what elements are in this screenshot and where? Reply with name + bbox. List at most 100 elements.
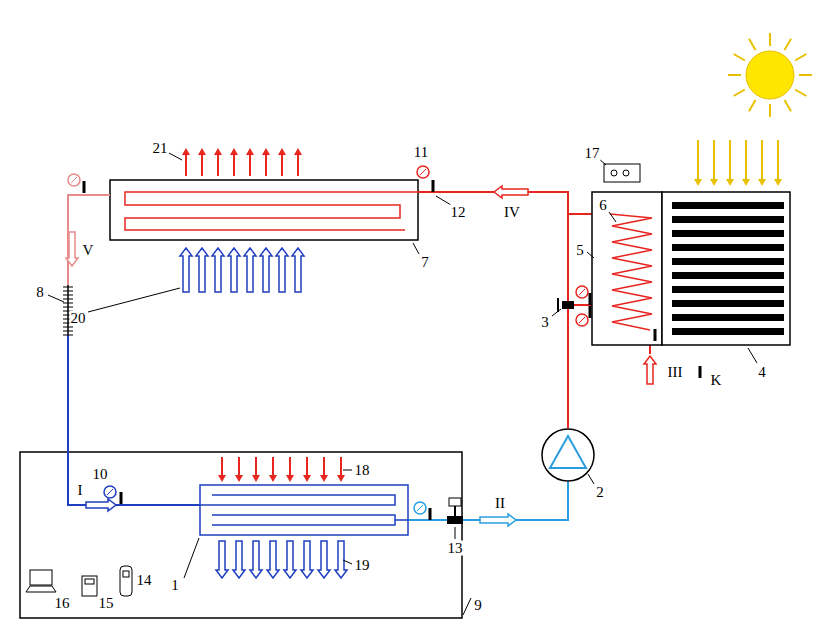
collector-stripes bbox=[672, 202, 784, 335]
absorber-stripe bbox=[672, 216, 784, 223]
sunlight-arrow bbox=[726, 140, 734, 186]
temperature-sensor bbox=[589, 306, 592, 318]
warm-air-arrow-head bbox=[303, 475, 311, 482]
callout-number: 15 bbox=[98, 596, 115, 611]
warm-air-arrow-shaft bbox=[221, 457, 223, 476]
throttle-tick bbox=[63, 327, 73, 328]
sunlight-arrow bbox=[758, 140, 766, 186]
pressure-gauge bbox=[576, 314, 588, 326]
cool-air-arrow bbox=[318, 541, 330, 578]
warm-air-arrow-shaft bbox=[201, 154, 203, 176]
compressor-symbol bbox=[550, 436, 586, 468]
gauge-needle bbox=[579, 289, 585, 295]
gauge-needle bbox=[107, 489, 113, 495]
warm-air-arrow bbox=[269, 457, 277, 482]
callout-number: 20 bbox=[70, 311, 87, 326]
condenser bbox=[110, 180, 418, 240]
gauge-needle bbox=[417, 505, 423, 511]
sunlight-arrow-head bbox=[694, 179, 702, 186]
temperature-sensor bbox=[589, 293, 592, 305]
absorber-stripe bbox=[672, 202, 784, 209]
warm-air-arrow bbox=[294, 148, 302, 176]
throttle-tick bbox=[63, 287, 73, 288]
warm-air-arrow bbox=[278, 148, 286, 176]
warm-air-arrow bbox=[246, 148, 254, 176]
sunlight-arrow-shaft bbox=[697, 140, 699, 180]
gauge-needle bbox=[71, 177, 77, 183]
warm-air-arrow-shaft bbox=[217, 154, 219, 176]
sunlight-arrow-shaft bbox=[745, 140, 747, 180]
cool-air-arrow bbox=[212, 248, 224, 292]
warm-air-arrow bbox=[303, 457, 311, 482]
flow-label: K bbox=[710, 373, 723, 388]
sun-ray bbox=[734, 54, 745, 61]
callout-number: 8 bbox=[35, 285, 45, 300]
throttle-tick bbox=[63, 331, 73, 332]
cool-air-arrow bbox=[216, 541, 228, 578]
callout-number: 21 bbox=[152, 141, 169, 156]
logger-knob bbox=[623, 170, 629, 176]
warm-air-arrow-shaft bbox=[340, 457, 342, 476]
pressure-gauge bbox=[68, 174, 80, 186]
sun-ray bbox=[728, 74, 741, 76]
sunlight-arrow bbox=[710, 140, 718, 186]
throttle-tick bbox=[63, 335, 73, 336]
sun-ray bbox=[769, 33, 771, 46]
compressor bbox=[542, 429, 594, 481]
absorber-stripe bbox=[672, 258, 784, 265]
temperature-sensor bbox=[654, 329, 657, 341]
throttle-tick bbox=[63, 303, 73, 304]
suction-pipe bbox=[408, 482, 568, 520]
sun-ray bbox=[749, 100, 756, 111]
warm-air-arrow-shaft bbox=[297, 154, 299, 176]
flow-label: V bbox=[82, 243, 95, 258]
leader-line bbox=[748, 348, 757, 363]
warm-air-arrow-shaft bbox=[255, 457, 257, 476]
pressure-gauge bbox=[576, 286, 588, 298]
cool-air-arrow bbox=[276, 248, 288, 292]
logger bbox=[604, 164, 640, 182]
collector-coil bbox=[610, 214, 652, 330]
cool-air-arrow bbox=[284, 541, 296, 578]
cool-air-arrow bbox=[250, 541, 262, 578]
warm-air-arrow bbox=[218, 457, 226, 482]
leader-line bbox=[343, 470, 352, 471]
warm-air-arrow-head bbox=[262, 148, 270, 155]
warm-air-arrow bbox=[230, 148, 238, 176]
callout-number: 14 bbox=[136, 573, 153, 588]
warm-air-arrow-shaft bbox=[289, 457, 291, 476]
laptop-screen bbox=[30, 570, 52, 585]
warm-air-arrow bbox=[252, 457, 260, 482]
absorber-stripe bbox=[672, 328, 784, 335]
temperature-sensor bbox=[699, 366, 702, 378]
warm-air-arrow-head bbox=[269, 475, 277, 482]
flow-label: III bbox=[667, 365, 684, 380]
meter bbox=[82, 576, 97, 596]
warm-air-arrow-shaft bbox=[185, 154, 187, 176]
sun bbox=[728, 33, 812, 117]
arrows bbox=[63, 140, 782, 578]
absorber-stripe bbox=[672, 272, 784, 279]
solar-collector bbox=[662, 192, 790, 345]
warm-air-arrow bbox=[320, 457, 328, 482]
warm-air-arrow-head bbox=[246, 148, 254, 155]
callout-number: 6 bbox=[598, 198, 608, 213]
cool-air-arrow bbox=[267, 541, 279, 578]
warm-air-arrow-shaft bbox=[272, 457, 274, 476]
warm-air-arrow-shaft bbox=[233, 154, 235, 176]
heat-exchanger bbox=[592, 192, 662, 345]
warm-air-arrow-shaft bbox=[249, 154, 251, 176]
warm-air-arrow-head bbox=[235, 475, 243, 482]
sun-ray bbox=[734, 90, 745, 97]
anemometer bbox=[120, 566, 132, 596]
cool-air-arrow bbox=[260, 248, 272, 292]
callout-number: 17 bbox=[584, 146, 601, 161]
warm-air-arrow-head bbox=[252, 475, 260, 482]
sunlight-arrow-head bbox=[742, 179, 750, 186]
cool-air-arrow bbox=[292, 248, 304, 292]
leaders bbox=[48, 153, 757, 615]
throttle-tick bbox=[63, 295, 73, 296]
flow-label: IV bbox=[503, 205, 521, 220]
